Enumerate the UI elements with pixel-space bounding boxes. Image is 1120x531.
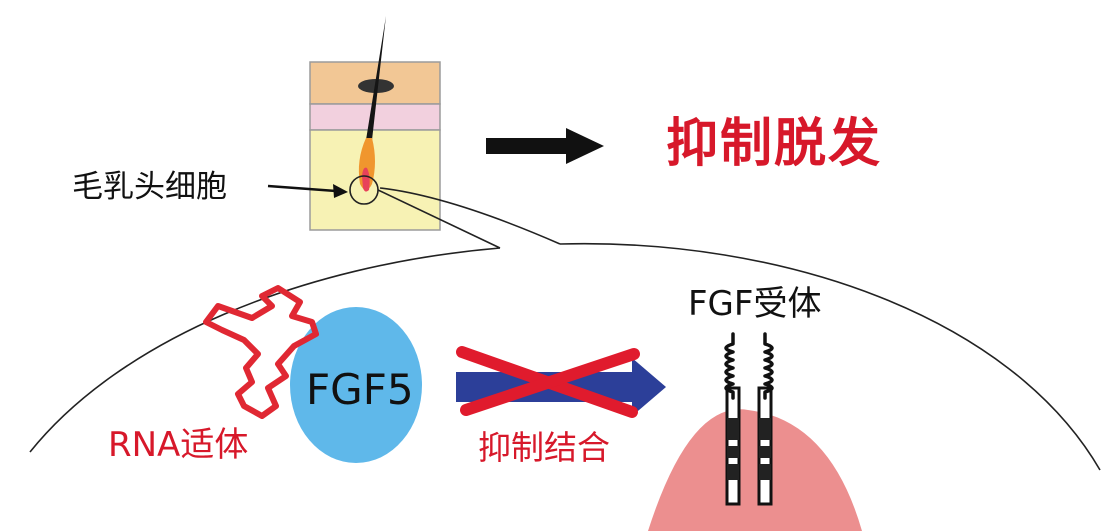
blocked-binding-arrow <box>456 346 666 418</box>
papilla-pointer-arrow <box>267 184 348 198</box>
dermis-layer <box>309 129 441 231</box>
dermal-papilla <box>362 167 370 192</box>
inhibit-binding-label: 抑制结合 <box>478 428 610 467</box>
rna-aptamer-label: RNA适体 <box>108 425 249 465</box>
dermal-papilla-cell-label: 毛乳头细胞 <box>72 169 227 205</box>
target-cell <box>648 409 862 531</box>
skin-section <box>309 16 441 231</box>
fgf5-label: FGF5 <box>306 365 414 414</box>
inhibit-hair-loss-title: 抑制脱发 <box>666 114 883 174</box>
receptor-coil-left <box>724 332 735 400</box>
rna-aptamer <box>203 285 319 419</box>
fgf-receptor-label: FGF受体 <box>688 284 822 324</box>
fgf5-protein <box>290 307 422 463</box>
receptor-coil-right <box>763 332 774 400</box>
hair-shaft <box>366 16 386 140</box>
fgf-receptor <box>724 332 774 506</box>
magnified-cell-outline <box>29 242 1101 471</box>
result-arrow <box>486 128 604 164</box>
zoom-callout <box>377 187 561 249</box>
